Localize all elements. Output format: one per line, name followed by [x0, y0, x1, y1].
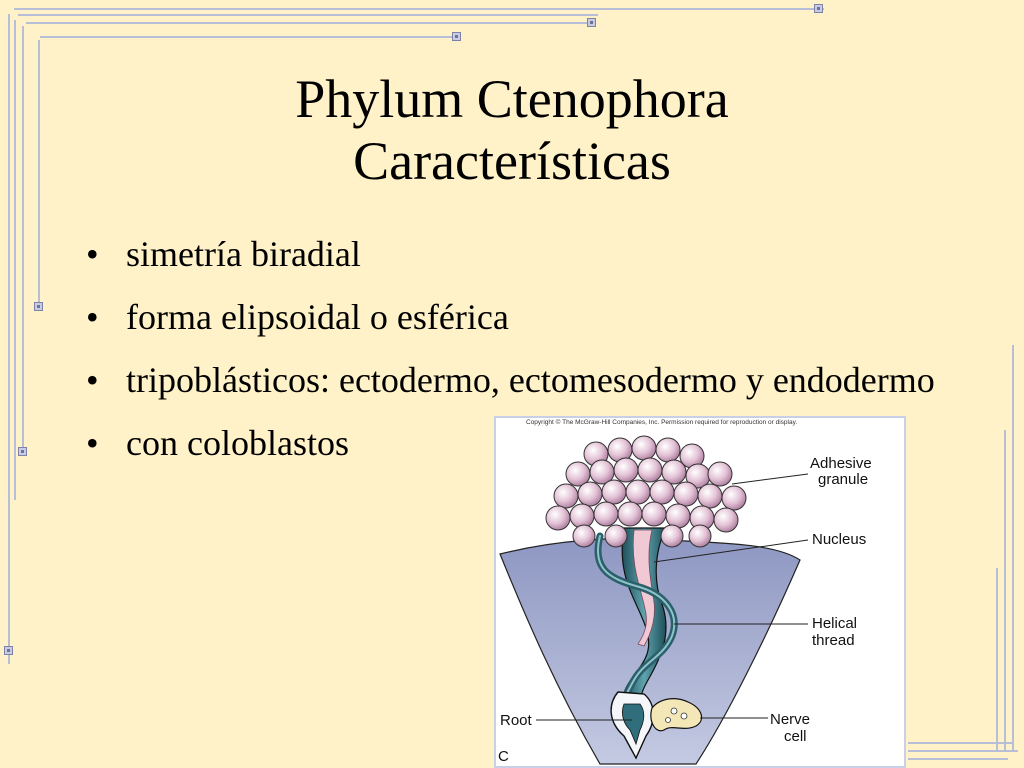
- adhesive-label-line1: Adhesive: [810, 455, 872, 472]
- frame-knot: [4, 646, 13, 655]
- bullet-list: simetría biradial forma elipsoidal o esf…: [86, 232, 946, 484]
- frame-knot: [814, 4, 823, 13]
- frame-knot: [452, 32, 461, 41]
- colloblast-diagram: Copyright © The McGraw-Hill Companies, I…: [498, 418, 872, 765]
- frame-line: [1012, 345, 1014, 750]
- bullet-item: tripoblásticos: ectodermo, ectomesodermo…: [86, 358, 946, 402]
- helical-label-line1: Helical: [812, 615, 857, 632]
- helical-label-line2: thread: [812, 632, 855, 649]
- nerve-vesicle: [665, 717, 671, 723]
- frame-line: [22, 26, 24, 456]
- frame-line: [14, 20, 16, 500]
- slide-title: Phylum Ctenophora Características: [0, 68, 1024, 192]
- frame-line: [8, 14, 10, 664]
- frame-line: [908, 758, 1008, 760]
- nerve-vesicle: [680, 712, 688, 720]
- frame-line: [1004, 430, 1006, 750]
- frame-knot: [587, 18, 596, 27]
- root-label: Root: [500, 712, 533, 729]
- adhesive-granules: [545, 435, 747, 548]
- bullet-item: forma elipsoidal o esférica: [86, 295, 946, 339]
- figure-copyright: Copyright © The McGraw-Hill Companies, I…: [526, 418, 797, 426]
- frame-line: [26, 22, 596, 24]
- nerve-cell: [650, 698, 703, 732]
- root-inner: [622, 703, 645, 746]
- helical-thread-highlight: [597, 535, 676, 719]
- frame-line: [38, 40, 40, 310]
- nucleus-label: Nucleus: [812, 531, 866, 548]
- colloblast-figure: Copyright © The McGraw-Hill Companies, I…: [494, 416, 906, 768]
- nerve-label-line2: cell: [784, 728, 807, 745]
- nerve-vesicle: [670, 707, 678, 715]
- frame-knot: [18, 447, 27, 456]
- frame-line: [908, 750, 1018, 752]
- frame-line: [908, 742, 1012, 744]
- nerve-label-line1: Nerve: [770, 711, 810, 728]
- bullet-item: con coloblastos: [86, 421, 946, 465]
- figure-corner-letter: C: [498, 748, 509, 765]
- frame-line: [14, 8, 824, 10]
- title-line-2: Características: [353, 131, 671, 191]
- leader-lines: [536, 473, 809, 721]
- frame-line: [18, 14, 598, 16]
- bullet-item: simetría biradial: [86, 232, 946, 276]
- adhesive-label-line2: granule: [818, 471, 868, 488]
- frame-line: [40, 36, 460, 38]
- frame-line: [996, 568, 998, 750]
- frame-knot: [34, 302, 43, 311]
- title-line-1: Phylum Ctenophora: [295, 69, 729, 129]
